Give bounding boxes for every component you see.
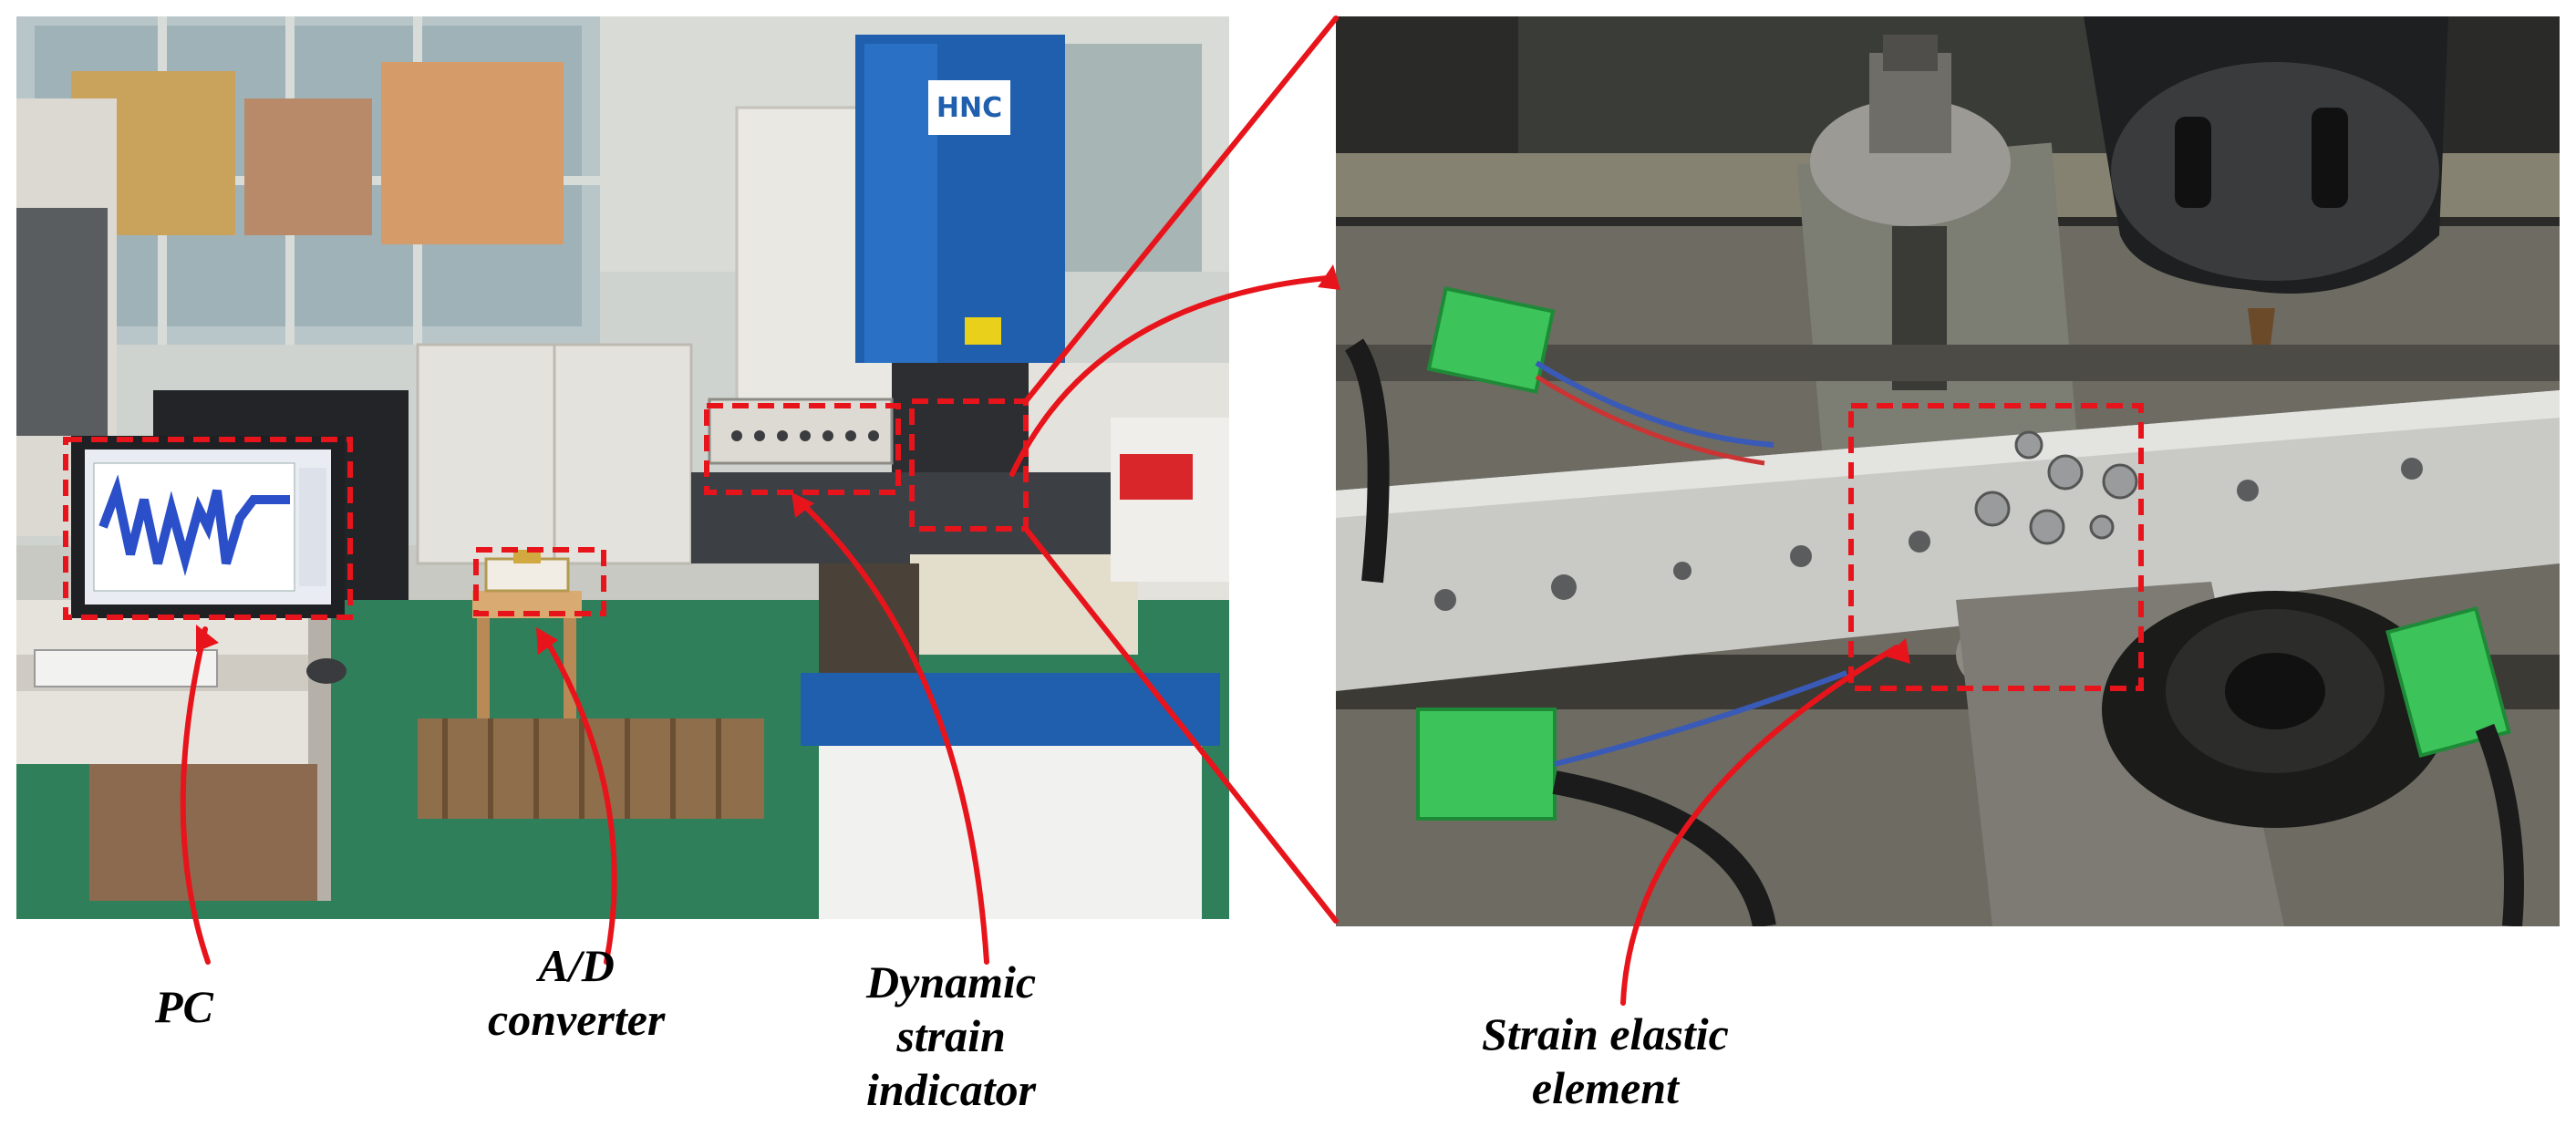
strain-element-label-line2: element [1531,1062,1679,1113]
strain-indicator-label-line1: Dynamic [866,956,1037,1008]
strain-element-label-line1: Strain elastic [1482,1008,1729,1059]
ad-converter-highlight-box [473,547,606,616]
zoom-line-bottom [1023,526,1339,924]
strain-element-illustration [1336,16,2560,926]
ad-converter-label-line1: A/D [538,940,615,991]
strain-element-highlight-box [1848,403,2144,691]
strain-element-label: Strain elastic element [1482,1008,1729,1115]
ad-converter-arrow [540,631,617,965]
strain-indicator-label: Dynamic strain indicator [866,956,1036,1117]
strain-element-arrow [1620,645,1899,1006]
strain-indicator-label-line2: strain [896,1010,1006,1061]
ad-converter-label-line2: converter [488,994,666,1045]
pc-label: PC [155,981,213,1032]
strain-indicator-highlight-box [704,403,901,495]
workpiece-highlight-box [909,398,1029,532]
ad-converter-label: A/D converter [488,939,665,1047]
strain-indicator-arrow [795,497,989,965]
strain-element-photo [1336,16,2560,926]
strain-indicator-label-line3: indicator [866,1064,1037,1115]
pc-highlight-box [63,437,353,620]
zoom-line-top [1023,16,1339,404]
pc-arrow [180,626,211,965]
svg-text:HNC: HNC [936,92,1002,124]
zoom-arrow [1009,275,1329,477]
